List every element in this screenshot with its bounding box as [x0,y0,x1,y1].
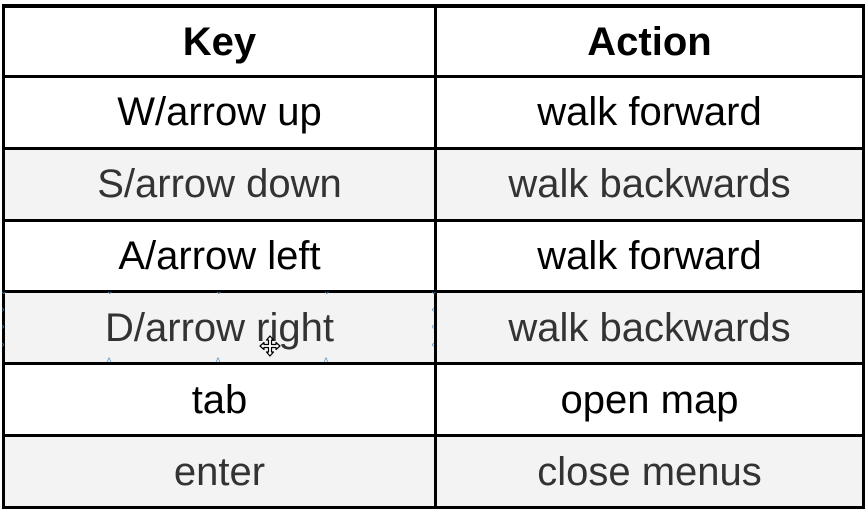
table-row: enter close menus [5,434,862,506]
selection-handle-icon[interactable]: ˄ [106,355,112,366]
action-cell[interactable]: walk backwards [434,146,862,222]
key-cell[interactable]: A/arrow left [5,218,437,294]
key-cell-text: D/arrow right [105,305,334,350]
selection-handle-icon[interactable]: ˄ [215,355,221,366]
selection-handle-icon[interactable]: › [1,321,5,332]
selection-handle-icon[interactable]: › [1,304,5,315]
keybindings-grid: Key Action W/arrow up walk forward S/arr… [0,8,862,506]
key-cell[interactable]: S/arrow down [5,146,437,222]
key-cell[interactable]: W/arrow up [5,75,437,150]
selection-handle-icon[interactable]: ‹ [431,304,435,315]
selected-key-cell[interactable]: D/arrow right ⌄ ⌄ ⌄ ⌄ ⌄ › › › ‹ ‹ ‹ ˄ [0,287,438,366]
header-key[interactable]: Key [5,8,437,78]
selection-handle-icon[interactable]: ‹ [431,321,435,332]
table-row: S/arrow down walk backwards [5,146,862,222]
action-cell[interactable]: walk backwards [434,290,862,366]
selection-handle-icon[interactable]: ‹ [431,339,435,350]
move-cursor-icon [259,335,281,357]
action-cell[interactable]: close menus [434,434,862,506]
key-cell[interactable]: enter [5,434,437,506]
keybindings-table: Key Action W/arrow up walk forward S/arr… [0,4,865,509]
key-cell[interactable]: tab [5,362,437,438]
selection-handle-icon[interactable]: › [1,339,5,350]
table-row: D/arrow right ⌄ ⌄ ⌄ ⌄ ⌄ › › › ‹ ‹ ‹ ˄ [0,287,862,366]
table-row: tab open map [5,362,862,438]
action-cell[interactable]: walk forward [434,75,862,150]
action-cell[interactable]: open map [434,362,862,438]
action-cell[interactable]: walk forward [434,218,862,294]
header-action[interactable]: Action [434,8,862,78]
header-row: Key Action [5,8,862,78]
selection-handle-icon[interactable]: ˄ [323,355,329,366]
table-row: W/arrow up walk forward [5,75,862,150]
table-row: A/arrow left walk forward [5,218,862,294]
